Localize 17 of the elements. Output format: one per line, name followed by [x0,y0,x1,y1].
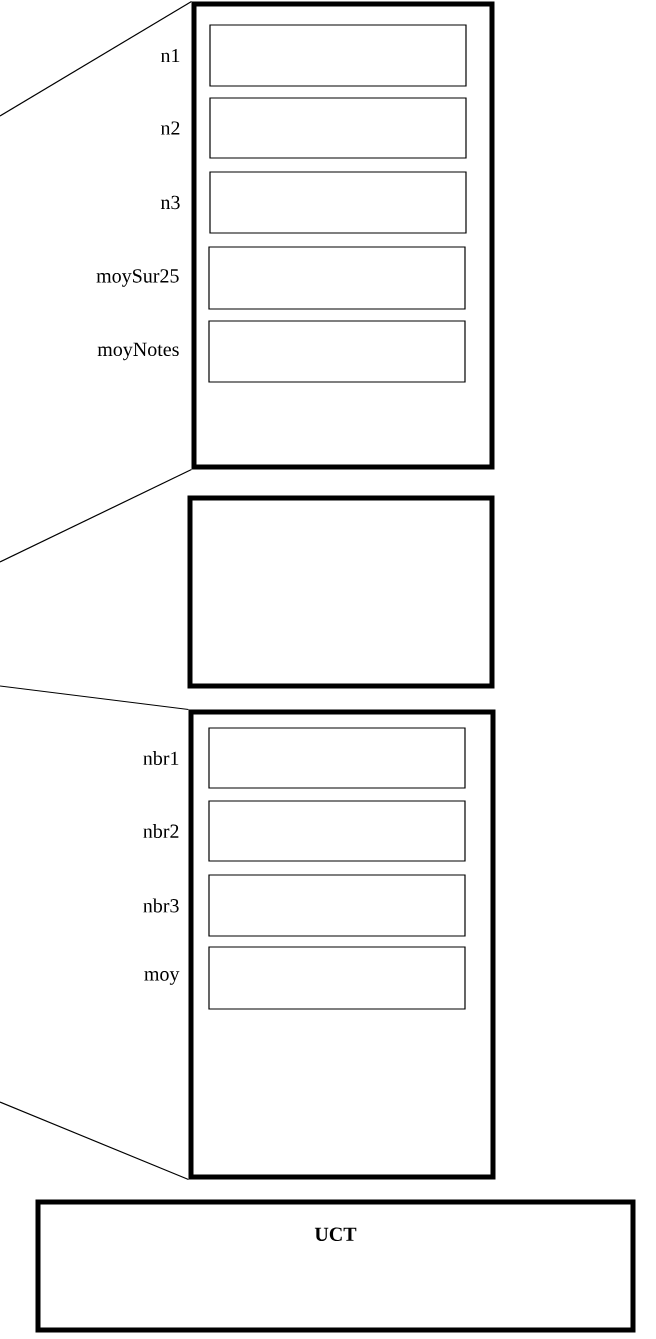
panel-box [187,495,495,689]
panel-box [188,709,496,1180]
connector-line [0,1101,190,1181]
field-label: n1 [160,48,180,63]
field-label: n2 [160,121,180,135]
connector-line [0,0,193,117]
field-label: moy [144,971,180,985]
field-label: moySur25 [96,269,179,287]
field-label: moyNotes [97,342,179,361]
field-label: nbr1 [143,750,179,765]
field-label: nbr3 [143,898,179,913]
connector-line [0,468,193,563]
field-label: nbr2 [143,823,179,838]
field-label: n3 [160,195,180,210]
title-box: UCT [35,1199,636,1333]
connector-line [0,685,190,711]
panel-box [191,1,495,470]
